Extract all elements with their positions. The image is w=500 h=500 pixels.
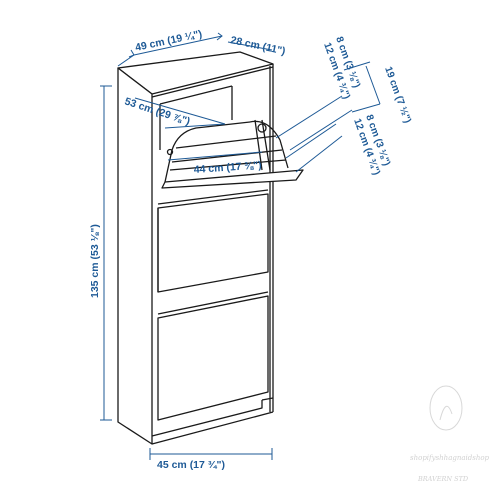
watermark-logo bbox=[429, 385, 463, 431]
label-inner-width: 44 cm (17 ⅜") bbox=[193, 159, 262, 176]
cabinet-left-side bbox=[117, 67, 153, 445]
drawer-front-bottom bbox=[157, 295, 269, 421]
watermark-line2: BRAVERN STD bbox=[417, 475, 469, 483]
open-flap bbox=[161, 119, 304, 189]
label-side-total: 19 cm (7 ½") bbox=[382, 65, 413, 124]
watermark: shopifyshhagnaidshop BRAVERN STD bbox=[410, 385, 490, 483]
dimension-lines bbox=[100, 32, 381, 460]
label-width-bottom: 45 cm (17 ¾") bbox=[157, 459, 225, 471]
drawer-front-middle bbox=[157, 193, 269, 293]
label-height-total: 135 cm (53 ⅛") bbox=[89, 224, 101, 298]
dimension-labels: 49 cm (19 ¼") 28 cm (11") 135 cm (53 ⅛")… bbox=[89, 28, 413, 471]
watermark-line1: shopifyshhagnaidshop bbox=[410, 454, 490, 462]
cabinet-drawing bbox=[117, 51, 304, 445]
label-width-top: 49 cm (19 ¼") bbox=[134, 28, 203, 54]
